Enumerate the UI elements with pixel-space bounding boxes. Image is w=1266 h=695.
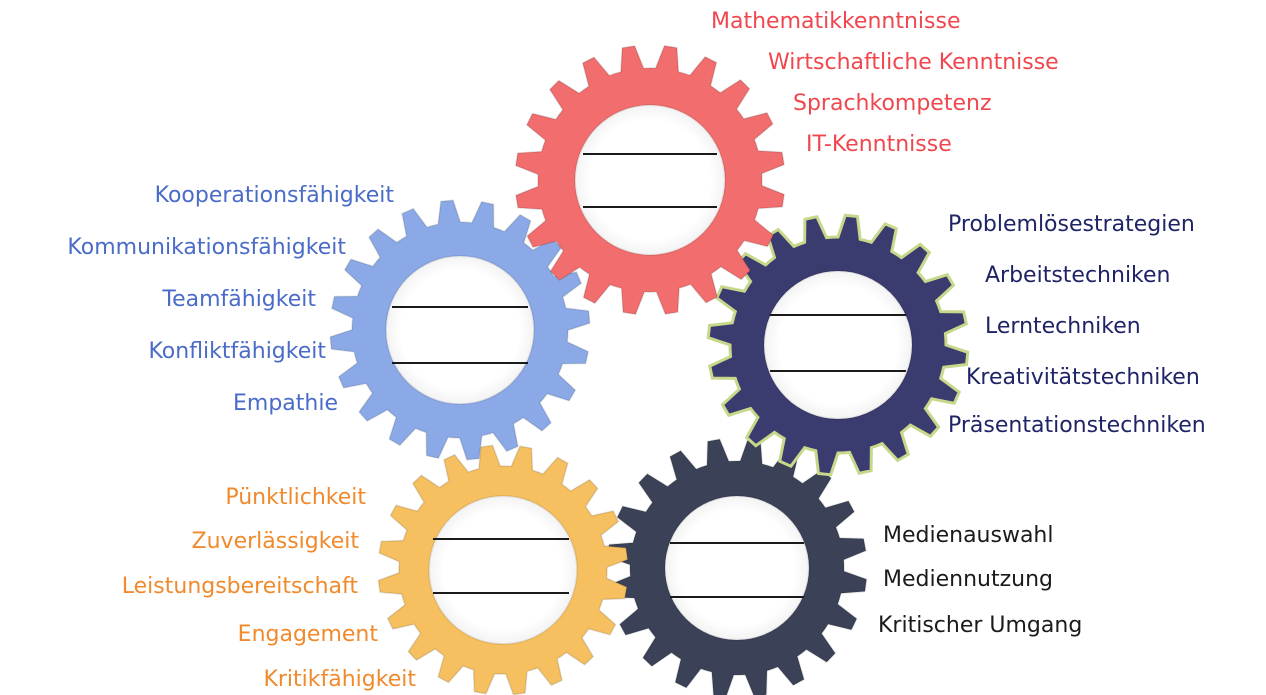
gear-navy-blank-2 <box>770 370 906 372</box>
skill-label-blue: Kommunikationsfähigkeit <box>67 235 346 260</box>
skill-label-navy: Problemlösestrategien <box>948 212 1195 237</box>
skill-label-navy: Kreativitätstechniken <box>966 365 1200 390</box>
skill-label-dark: Mediennutzung <box>883 567 1053 592</box>
skill-label-orange: Zuverlässigkeit <box>191 529 359 554</box>
gear-dark-center <box>664 495 810 641</box>
skill-label-red: IT-Kenntnisse <box>806 132 952 157</box>
skill-label-red: Mathematikkenntnisse <box>711 9 961 34</box>
skill-label-navy: Lerntechniken <box>985 314 1141 339</box>
gear-red-blank-2 <box>583 206 717 208</box>
gear-blue-blank-2 <box>392 362 528 364</box>
skill-label-navy: Arbeitstechniken <box>985 263 1171 288</box>
gear-blue-blank-1 <box>392 306 528 308</box>
skill-label-navy: Präsentationstechniken <box>948 413 1206 438</box>
skill-label-dark: Kritischer Umgang <box>878 613 1083 638</box>
skill-label-red: Sprachkompetenz <box>793 91 992 116</box>
skill-label-blue: Konfliktfähigkeit <box>148 339 326 364</box>
skill-label-orange: Engagement <box>237 622 378 647</box>
skill-label-orange: Pünktlichkeit <box>225 485 366 510</box>
gear-navy-blank-1 <box>770 314 906 316</box>
gear-blue-center <box>385 255 535 405</box>
gear-orange-blank-1 <box>433 538 569 540</box>
skill-label-dark: Medienauswahl <box>883 523 1054 548</box>
gear-orange-center <box>428 495 578 645</box>
gear-dark-blank-1 <box>670 542 804 544</box>
skill-label-blue: Teamfähigkeit <box>162 287 316 312</box>
skill-label-orange: Leistungsbereitschaft <box>121 574 358 599</box>
gear-red-blank-1 <box>583 153 717 155</box>
skill-label-orange: Kritikfähigkeit <box>263 667 416 692</box>
gear-orange-blank-2 <box>433 592 569 594</box>
skill-label-blue: Kooperationsfähigkeit <box>154 183 394 208</box>
gear-red-center <box>574 104 726 256</box>
skill-label-blue: Empathie <box>233 391 338 416</box>
gear-navy-center <box>763 270 913 420</box>
gear-dark-blank-2 <box>670 596 804 598</box>
skill-label-red: Wirtschaftliche Kenntnisse <box>768 50 1059 75</box>
